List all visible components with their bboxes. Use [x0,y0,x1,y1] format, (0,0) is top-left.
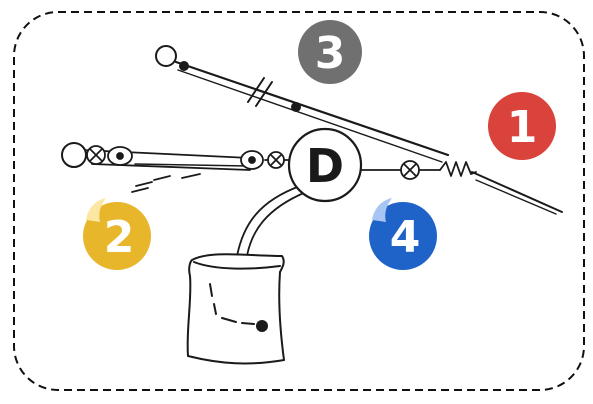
rope-2-pulley-right [240,150,264,170]
rope-1-x-connector [400,160,420,180]
dashed-frame [13,11,585,391]
badge-1-label: 1 [507,102,538,153]
badge-1: 1 [488,92,556,160]
rope-3-knot-2 [291,102,301,112]
badge-3: 3 [298,20,362,84]
bag-ball [256,320,268,332]
rope-3-knot-1 [179,61,189,71]
badge-2-label: 2 [104,212,135,263]
rope-2-x-connector-right [267,151,285,169]
hub-label: D [306,139,344,193]
rope-3 [174,60,450,163]
bag [186,253,285,365]
hub-circle [287,127,363,203]
rope-2-x-connector-left [86,145,106,165]
badge-2: 2 [83,198,151,270]
hub: D [287,127,363,203]
rope-4 [235,185,307,263]
rope-3-end-ball [155,45,177,67]
badge-3-label: 3 [315,28,346,79]
rope-2-pulley-left [107,146,133,166]
rope-1 [361,161,563,215]
badge-4-label: 4 [390,212,421,263]
rope-2-end-ring [61,142,87,168]
badge-4: 4 [369,198,437,270]
